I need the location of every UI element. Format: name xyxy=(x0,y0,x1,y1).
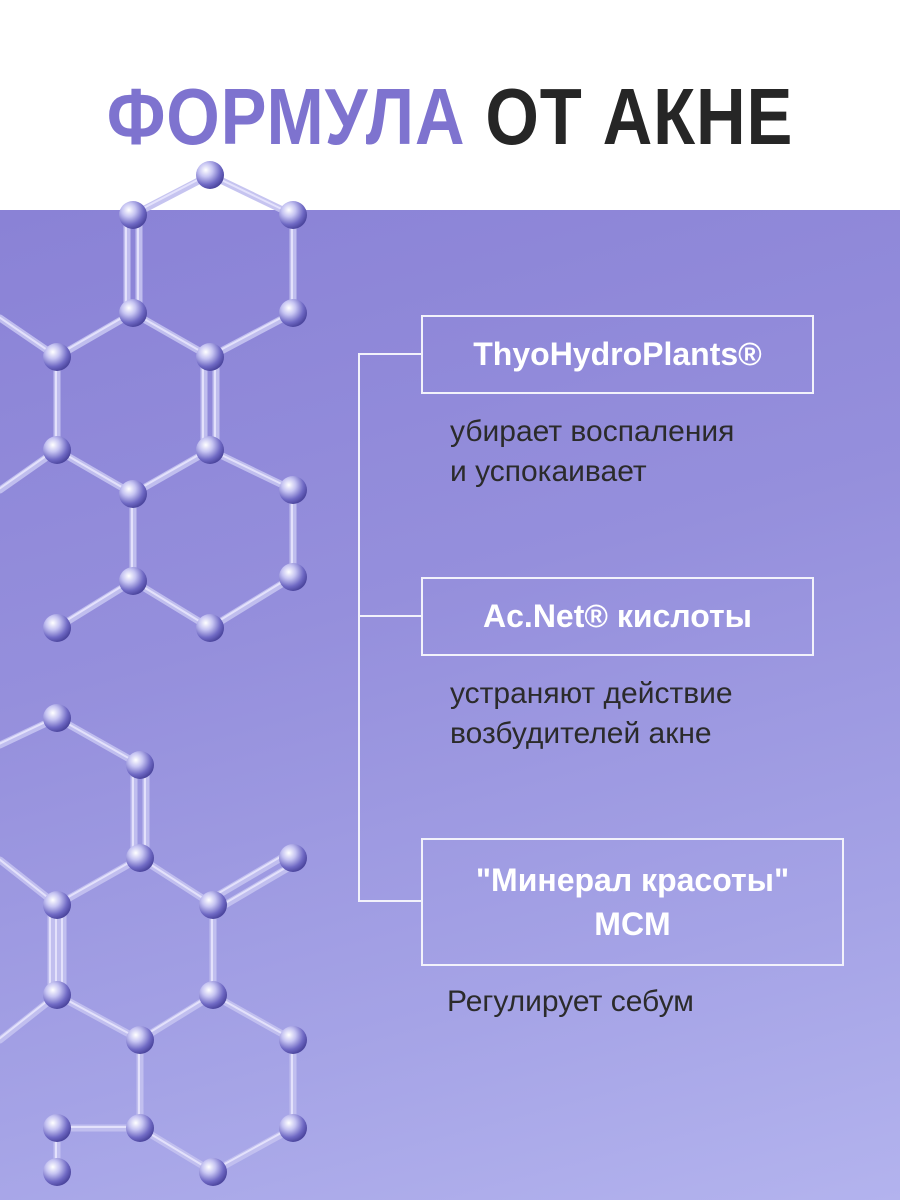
atom xyxy=(279,1026,307,1054)
ingredient-name-1: ThyoHydroPlants® xyxy=(473,336,762,372)
ingredient-box-3: "Минерал красоты" MCM xyxy=(421,838,844,966)
bond xyxy=(129,446,214,498)
ingredient-desc-3: Регулирует себум xyxy=(447,982,694,1022)
atom xyxy=(43,1158,71,1186)
atom xyxy=(43,343,71,371)
ingredient-name-3-abbr: MCM xyxy=(594,906,671,942)
atom xyxy=(126,1026,154,1054)
atom xyxy=(119,299,147,327)
bond xyxy=(131,173,210,215)
bond xyxy=(131,448,210,494)
bond xyxy=(206,309,297,361)
atom xyxy=(279,844,307,872)
header: ФОРМУЛА ОТ АКНЕ xyxy=(0,0,900,210)
bond xyxy=(211,1126,293,1172)
atom xyxy=(43,891,71,919)
bond xyxy=(55,311,133,357)
bond xyxy=(209,1124,297,1176)
bond xyxy=(53,309,137,361)
atom xyxy=(199,1158,227,1186)
ingredient-box-1: ThyoHydroPlants® xyxy=(421,315,814,394)
atom xyxy=(126,1114,154,1142)
atom xyxy=(43,981,71,1009)
atom xyxy=(119,567,147,595)
bond xyxy=(207,850,290,900)
atom xyxy=(43,1114,71,1142)
atom xyxy=(279,201,307,229)
bond xyxy=(212,859,300,914)
bond xyxy=(206,573,297,632)
bond xyxy=(55,993,140,1040)
atom xyxy=(119,480,147,508)
title-accent: ФОРМУЛА xyxy=(106,72,466,161)
bond xyxy=(53,577,137,632)
desc-line: убирает воспаления xyxy=(450,415,735,448)
bond xyxy=(55,856,140,905)
connector-branch-1 xyxy=(358,353,422,355)
desc-line: Регулирует себум xyxy=(447,985,694,1018)
atom xyxy=(196,614,224,642)
atom xyxy=(279,299,307,327)
connector-branch-2 xyxy=(358,615,422,617)
atom xyxy=(279,1114,307,1142)
bond xyxy=(208,311,293,357)
atom xyxy=(196,436,224,464)
bond xyxy=(214,861,297,911)
ingredient-box-2: Ac.Net® кислоты xyxy=(421,577,814,656)
bond xyxy=(129,171,214,219)
atom xyxy=(43,436,71,464)
ingredient-desc-1: убирает воспаления и успокаивает xyxy=(450,412,734,492)
desc-line: возбудителей акне xyxy=(450,717,712,750)
atom xyxy=(43,614,71,642)
desc-line: устраняют действие xyxy=(450,677,733,710)
atom xyxy=(126,844,154,872)
bond xyxy=(55,579,133,628)
ingredient-name-2: Ac.Net® кислоты xyxy=(483,598,752,634)
bond xyxy=(208,575,293,628)
page-title: ФОРМУЛА ОТ АКНЕ xyxy=(63,72,837,162)
bond xyxy=(53,854,144,909)
connector-line xyxy=(358,353,360,902)
atom xyxy=(119,201,147,229)
atom xyxy=(196,343,224,371)
bond xyxy=(208,448,293,490)
desc-line: и успокаивает xyxy=(450,455,647,488)
bond xyxy=(208,173,293,215)
title-rest: ОТ АКНЕ xyxy=(485,72,794,161)
atom xyxy=(199,981,227,1009)
atom xyxy=(279,563,307,591)
bond xyxy=(136,991,217,1044)
ingredient-desc-2: устраняют действие возбудителей акне xyxy=(450,674,733,754)
atom xyxy=(199,891,227,919)
connector-branch-3 xyxy=(358,900,422,902)
atom xyxy=(196,161,224,189)
atom xyxy=(126,751,154,779)
atom xyxy=(43,704,71,732)
bond xyxy=(138,993,213,1040)
bond xyxy=(206,849,294,904)
atom xyxy=(279,476,307,504)
bond xyxy=(55,716,140,765)
ingredient-name-3: "Минерал красоты" xyxy=(475,862,790,898)
